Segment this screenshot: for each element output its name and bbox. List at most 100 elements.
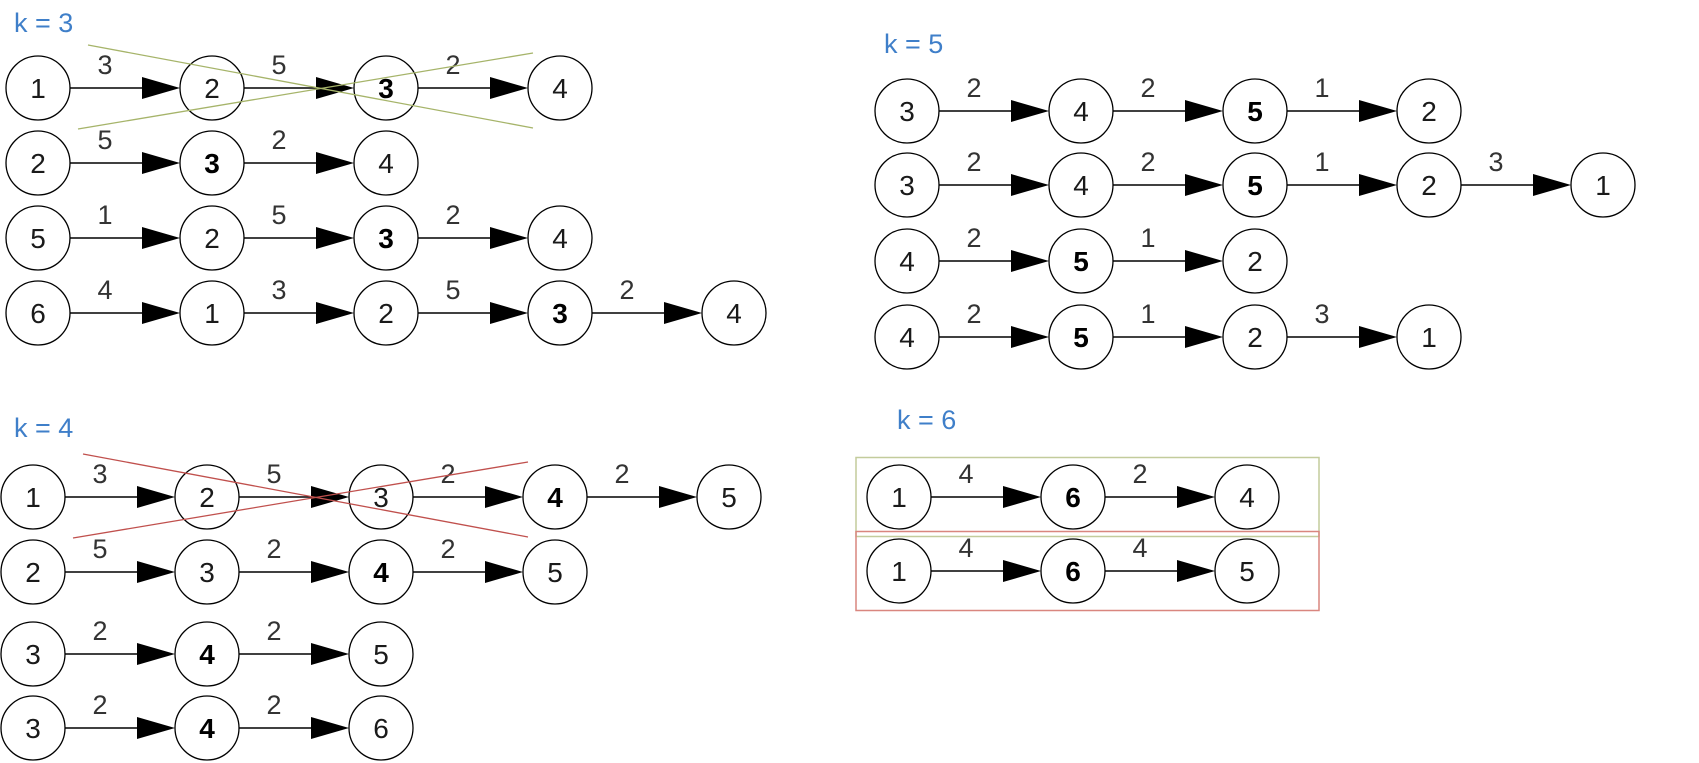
arrowhead-icon	[1359, 326, 1397, 348]
edge-weight: 2	[1132, 459, 1147, 489]
edge-weight: 2	[966, 299, 981, 329]
edge-arrow: 2	[1113, 147, 1223, 196]
edge-weight: 3	[1488, 147, 1503, 177]
node-label: 3	[552, 298, 568, 329]
graph-node: 4	[527, 205, 593, 271]
edge-arrow: 4	[1105, 533, 1215, 582]
graph-node: 5	[1048, 228, 1114, 294]
node-label: 1	[204, 298, 220, 329]
arrowhead-icon	[1185, 326, 1223, 348]
node-label: 1	[1595, 170, 1611, 201]
graph-node: 5	[522, 539, 588, 605]
edge-weight: 2	[966, 147, 981, 177]
arrowhead-icon	[490, 227, 528, 249]
edge-arrow: 2	[413, 534, 523, 583]
graph-node: 3	[179, 130, 245, 196]
edge-weight: 2	[266, 616, 281, 646]
edge-arrow: 4	[70, 275, 180, 324]
edge-arrow: 2	[939, 299, 1049, 348]
node-label: 2	[1247, 322, 1263, 353]
node-label: 4	[547, 482, 563, 513]
graph-node: 6	[5, 280, 71, 346]
edge-arrow: 2	[1113, 73, 1223, 122]
node-label: 2	[1247, 246, 1263, 277]
edge-weight: 2	[966, 223, 981, 253]
graph-node: 3	[353, 205, 419, 271]
node-label: 3	[378, 223, 394, 254]
arrowhead-icon	[137, 717, 175, 739]
node-label: 2	[1421, 96, 1437, 127]
edge-arrow: 2	[239, 534, 349, 583]
edge-arrow: 2	[418, 200, 528, 249]
node-label: 4	[199, 713, 215, 744]
edge-weight: 2	[271, 125, 286, 155]
node-label: 5	[1073, 322, 1089, 353]
edge-arrow: 2	[239, 616, 349, 665]
edge-arrow: 2	[939, 223, 1049, 272]
arrowhead-icon	[1003, 486, 1041, 508]
edge-arrow: 3	[244, 275, 354, 324]
arrowhead-icon	[142, 227, 180, 249]
graph-node: 6	[1040, 538, 1106, 604]
node-label: 3	[899, 170, 915, 201]
edge-arrow: 2	[587, 459, 697, 508]
graph-node: 6	[1040, 464, 1106, 530]
edge-weight: 4	[97, 275, 112, 305]
edge-arrow: 2	[592, 275, 702, 324]
arrowhead-icon	[1177, 486, 1215, 508]
node-label: 4	[199, 639, 215, 670]
graph-node: 4	[701, 280, 767, 346]
edge-weight: 2	[92, 690, 107, 720]
graph-node: 1	[0, 464, 66, 530]
node-label: 2	[30, 148, 46, 179]
node-label: 2	[378, 298, 394, 329]
graph-node: 2	[1222, 304, 1288, 370]
node-label: 1	[891, 482, 907, 513]
edge-arrow: 5	[70, 125, 180, 174]
node-label: 3	[378, 73, 394, 104]
k-label: k = 6	[897, 405, 956, 435]
node-label: 5	[1239, 556, 1255, 587]
graph-node: 2	[0, 539, 66, 605]
arrowhead-icon	[1011, 250, 1049, 272]
edge-arrow: 3	[1287, 299, 1397, 348]
node-label: 3	[373, 482, 389, 513]
edge-arrow: 3	[65, 459, 175, 508]
node-label: 1	[891, 556, 907, 587]
arrowhead-icon	[311, 486, 349, 508]
edge-arrow: 2	[939, 73, 1049, 122]
edge-weight: 5	[271, 200, 286, 230]
graph-node: 4	[174, 621, 240, 687]
graph-node: 4	[522, 464, 588, 530]
node-label: 4	[899, 246, 915, 277]
edge-arrow: 2	[65, 616, 175, 665]
node-label: 1	[30, 73, 46, 104]
edge-arrow: 2	[939, 147, 1049, 196]
edge-weight: 3	[271, 275, 286, 305]
arrowhead-icon	[1011, 100, 1049, 122]
k-label: k = 3	[14, 8, 73, 38]
arrowhead-icon	[490, 77, 528, 99]
node-label: 3	[899, 96, 915, 127]
arrowhead-icon	[311, 643, 349, 665]
node-label: 2	[199, 482, 215, 513]
graph-node: 5	[696, 464, 762, 530]
edge-weight: 2	[619, 275, 634, 305]
edge-arrow: 5	[244, 50, 354, 99]
edge-weight: 2	[445, 200, 460, 230]
edge-weight: 1	[1314, 73, 1329, 103]
edge-weight: 3	[97, 50, 112, 80]
node-label: 3	[204, 148, 220, 179]
graph-node: 3	[874, 152, 940, 218]
node-label: 2	[204, 73, 220, 104]
node-label: 4	[378, 148, 394, 179]
graph-node: 5	[1048, 304, 1114, 370]
edge-weight: 5	[92, 534, 107, 564]
edge-weight: 4	[958, 459, 973, 489]
node-label: 6	[373, 713, 389, 744]
edge-arrow: 2	[413, 459, 523, 508]
arrowhead-icon	[1177, 560, 1215, 582]
